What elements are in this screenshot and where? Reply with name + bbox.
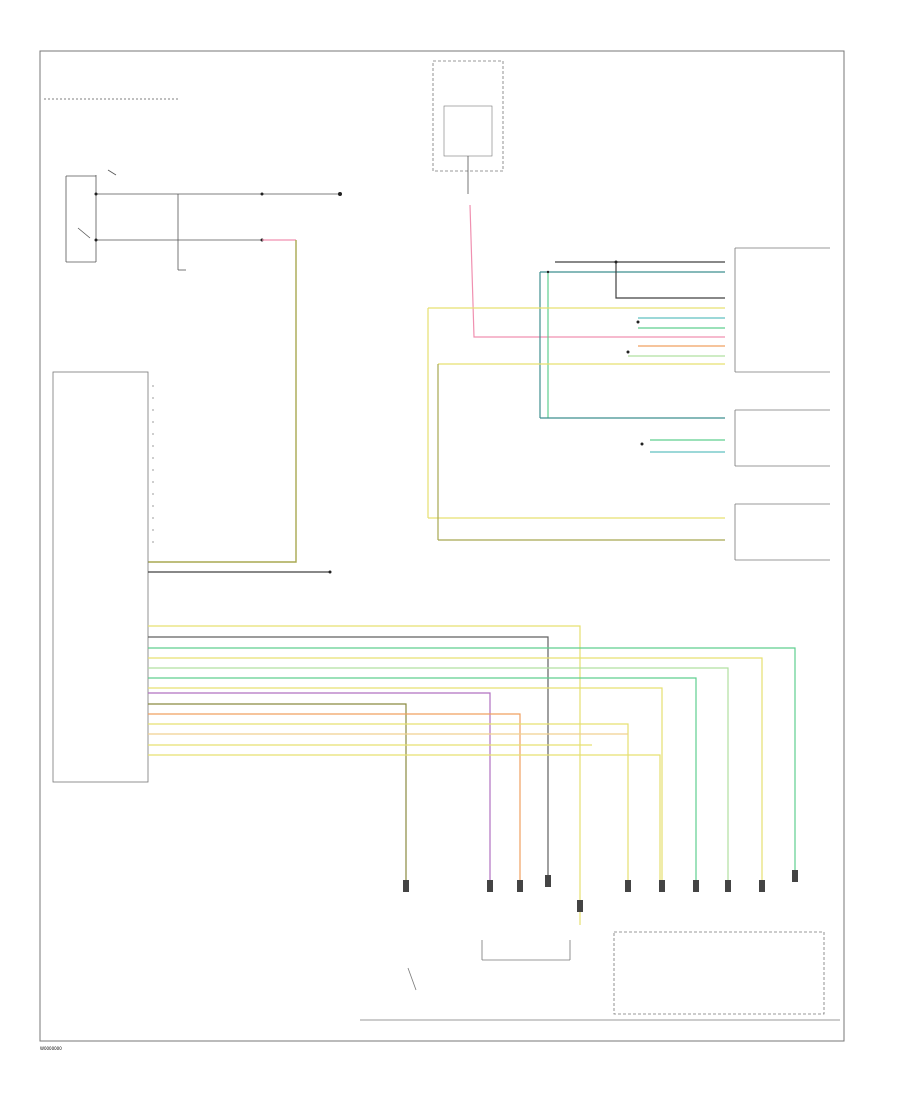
- module-right-top: [734, 247, 830, 561]
- right-module-wires: [427, 261, 725, 541]
- bottom-components: [360, 931, 840, 1021]
- splice-dots: [94, 192, 342, 242]
- control-module-box: [52, 371, 149, 783]
- diagram-frame: [39, 50, 845, 1042]
- right-splice-dots: [546, 260, 644, 446]
- olive-wire-switch-to-module: [148, 240, 297, 563]
- pink-wire-junction: [469, 204, 725, 338]
- bottom-connectors: [403, 870, 798, 912]
- module-pins-upper: [152, 385, 154, 543]
- ground-splice: [328, 570, 332, 574]
- junction-box: [432, 60, 504, 172]
- ignition-switch-area: [44, 98, 340, 271]
- diagram-code: W0000000: [40, 1046, 62, 1051]
- fuse-block: [443, 105, 493, 157]
- lower-harness-wires: [148, 625, 796, 925]
